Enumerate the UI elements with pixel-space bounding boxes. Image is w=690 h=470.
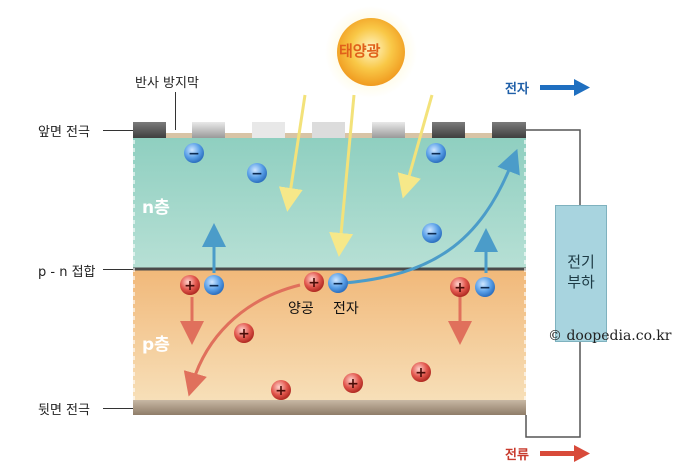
back-electrode-label: 뒷면 전극	[38, 403, 90, 418]
hole-particle: +	[304, 272, 324, 292]
hole-particle: +	[234, 323, 254, 343]
pn-junction-label: p - n 접합	[38, 265, 96, 280]
electron-particle: −	[204, 275, 224, 295]
sunlight-label: 태양광	[339, 42, 381, 60]
current-flow-arrow	[540, 445, 590, 462]
svg-text:−: −	[479, 280, 491, 296]
svg-text:+: +	[454, 280, 466, 296]
circuit-wire	[525, 129, 581, 438]
svg-text:+: +	[415, 365, 427, 381]
electron-particle: −	[426, 143, 446, 163]
svg-text:−: −	[426, 226, 438, 242]
front-electrode-6	[432, 122, 465, 138]
electron-particle: −	[184, 143, 204, 163]
svg-text:+: +	[308, 275, 320, 291]
hole-particle: +	[271, 380, 291, 400]
pn-junction-pointer	[103, 269, 133, 270]
hole-curve-arrow	[183, 283, 301, 397]
svg-text:+: +	[184, 278, 196, 294]
svg-text:+: +	[275, 383, 287, 399]
electron-flow-label: 전자	[505, 82, 529, 97]
anti-reflection-pointer	[175, 92, 176, 130]
electric-load-box	[555, 205, 607, 342]
svg-text:−: −	[188, 146, 200, 162]
copyright-text: © doopedia.co.kr	[548, 328, 672, 344]
front-electrode-7	[492, 122, 526, 138]
svg-text:−: −	[332, 276, 344, 292]
front-electrode-2	[192, 122, 225, 138]
svg-text:−: −	[430, 146, 442, 162]
n-layer-label: n층	[142, 198, 170, 218]
anti-reflection-label: 반사 방지막	[135, 76, 199, 91]
electron-label: 전자	[333, 301, 359, 317]
front-electrode-4	[312, 122, 345, 138]
front-electrode-label: 앞면 전극	[38, 125, 90, 140]
front-electrode-3	[252, 122, 285, 138]
electron-particle: −	[328, 273, 348, 293]
electron-flow-arrow	[540, 79, 590, 96]
sun-ray-3	[397, 94, 434, 199]
electron-curve-arrow	[344, 148, 520, 285]
back-electrode	[133, 400, 526, 415]
hole-label: 양공	[288, 301, 314, 317]
sun-icon	[337, 18, 405, 86]
svg-text:−: −	[251, 166, 263, 182]
front-electrode-pointer	[103, 130, 133, 131]
electron-particle: −	[422, 223, 442, 243]
svg-text:+: +	[238, 326, 250, 342]
p-layer-label: p층	[142, 335, 170, 355]
svg-text:+: +	[347, 376, 359, 392]
front-electrode-5	[372, 122, 405, 138]
svg-text:−: −	[208, 278, 220, 294]
hole-particle: +	[343, 373, 363, 393]
hole-particle: +	[450, 277, 470, 297]
hole-particle: +	[411, 362, 431, 382]
sun-ray-2	[329, 94, 356, 257]
electron-particle: −	[475, 277, 495, 297]
front-electrode-1	[133, 122, 166, 138]
sun-ray-1	[278, 94, 307, 212]
electron-particle: −	[247, 163, 267, 183]
electric-load-label: 전기 부하	[567, 253, 595, 291]
hole-particle: +	[180, 275, 200, 295]
current-flow-label: 전류	[505, 448, 529, 463]
back-electrode-pointer	[103, 408, 133, 409]
